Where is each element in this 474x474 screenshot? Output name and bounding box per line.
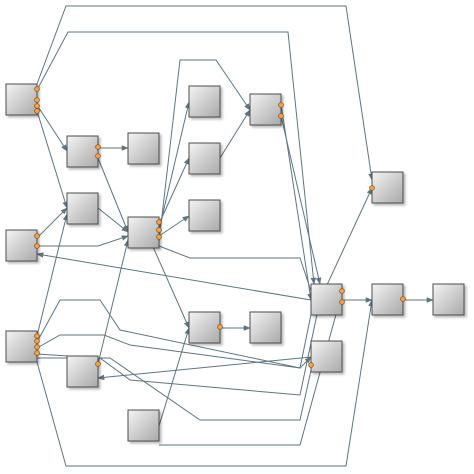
edge-n1-to-n4	[36, 104, 68, 152]
edge-layer	[36, 5, 434, 467]
edge-n8-to-n9	[97, 207, 129, 233]
node-n14[interactable]	[310, 283, 343, 316]
edge-n1-to-n17	[36, 5, 374, 181]
node-n9[interactable]	[127, 216, 160, 249]
port-3[interactable]	[34, 103, 40, 109]
node-n21[interactable]	[432, 283, 465, 316]
edge-n16-to-n6	[97, 239, 130, 365]
edge-n9-to-n14	[158, 245, 315, 301]
node-n7[interactable]	[249, 93, 282, 126]
port-10[interactable]	[156, 227, 162, 233]
port-4[interactable]	[34, 108, 40, 114]
port-13[interactable]	[278, 113, 284, 119]
edge-n20-to-n12	[158, 327, 190, 427]
port-7[interactable]	[34, 233, 40, 239]
node-n12[interactable]	[188, 311, 221, 344]
port-21[interactable]	[34, 350, 40, 356]
edge-n3-to-n17	[36, 299, 374, 467]
node-n4[interactable]	[66, 135, 99, 168]
node-n5[interactable]	[127, 132, 160, 165]
port-24[interactable]	[308, 362, 314, 368]
port-17[interactable]	[369, 185, 375, 191]
port-14[interactable]	[339, 288, 345, 294]
node-n6[interactable]	[188, 85, 221, 118]
edge-n9-to-n13	[158, 59, 251, 243]
node-n18[interactable]	[127, 409, 160, 442]
port-8[interactable]	[34, 243, 40, 249]
node-n10[interactable]	[188, 199, 221, 232]
port-layer	[34, 86, 406, 368]
port-23[interactable]	[217, 324, 223, 330]
edge-n9-to-n10	[158, 215, 190, 237]
port-1[interactable]	[34, 86, 40, 92]
node-n19[interactable]	[371, 283, 404, 316]
node-n15[interactable]	[310, 340, 343, 373]
node-n3[interactable]	[5, 330, 38, 363]
edge-n11-to-n7	[219, 109, 251, 159]
port-2[interactable]	[34, 97, 40, 103]
port-20[interactable]	[34, 344, 40, 350]
edge-n3-to-n18	[36, 334, 312, 369]
port-11[interactable]	[156, 234, 162, 240]
edge-n4-to-n9	[97, 157, 129, 233]
node-n1[interactable]	[5, 83, 38, 116]
port-12[interactable]	[278, 102, 284, 108]
edge-n1-to-n8	[36, 110, 68, 209]
node-n16[interactable]	[66, 355, 99, 388]
edge-n3-to-n8	[36, 213, 69, 337]
port-18[interactable]	[34, 333, 40, 339]
port-19[interactable]	[34, 338, 40, 344]
node-n2[interactable]	[5, 229, 38, 262]
port-22[interactable]	[95, 361, 101, 367]
port-9[interactable]	[156, 219, 162, 225]
edge-n2-to-n8	[36, 207, 68, 239]
node-n11[interactable]	[188, 142, 221, 175]
edge-n2-to-n16	[37, 235, 129, 247]
port-15[interactable]	[339, 299, 345, 305]
edge-n1-to-n14	[36, 31, 317, 285]
edge-n9-to-n11	[158, 157, 190, 225]
edge-n9-to-n12	[149, 239, 190, 329]
node-n17[interactable]	[371, 171, 404, 204]
node-n13[interactable]	[249, 311, 282, 344]
port-5[interactable]	[95, 144, 101, 150]
edge-n14-to-n2	[36, 252, 312, 301]
edge-n18-to-n16	[97, 356, 312, 381]
node-layer	[5, 83, 465, 442]
port-6[interactable]	[95, 153, 101, 159]
edge-n9-to-n6	[158, 101, 191, 231]
edge-n7-to-n18	[280, 115, 322, 285]
node-n8[interactable]	[66, 192, 99, 225]
port-16[interactable]	[400, 296, 406, 302]
